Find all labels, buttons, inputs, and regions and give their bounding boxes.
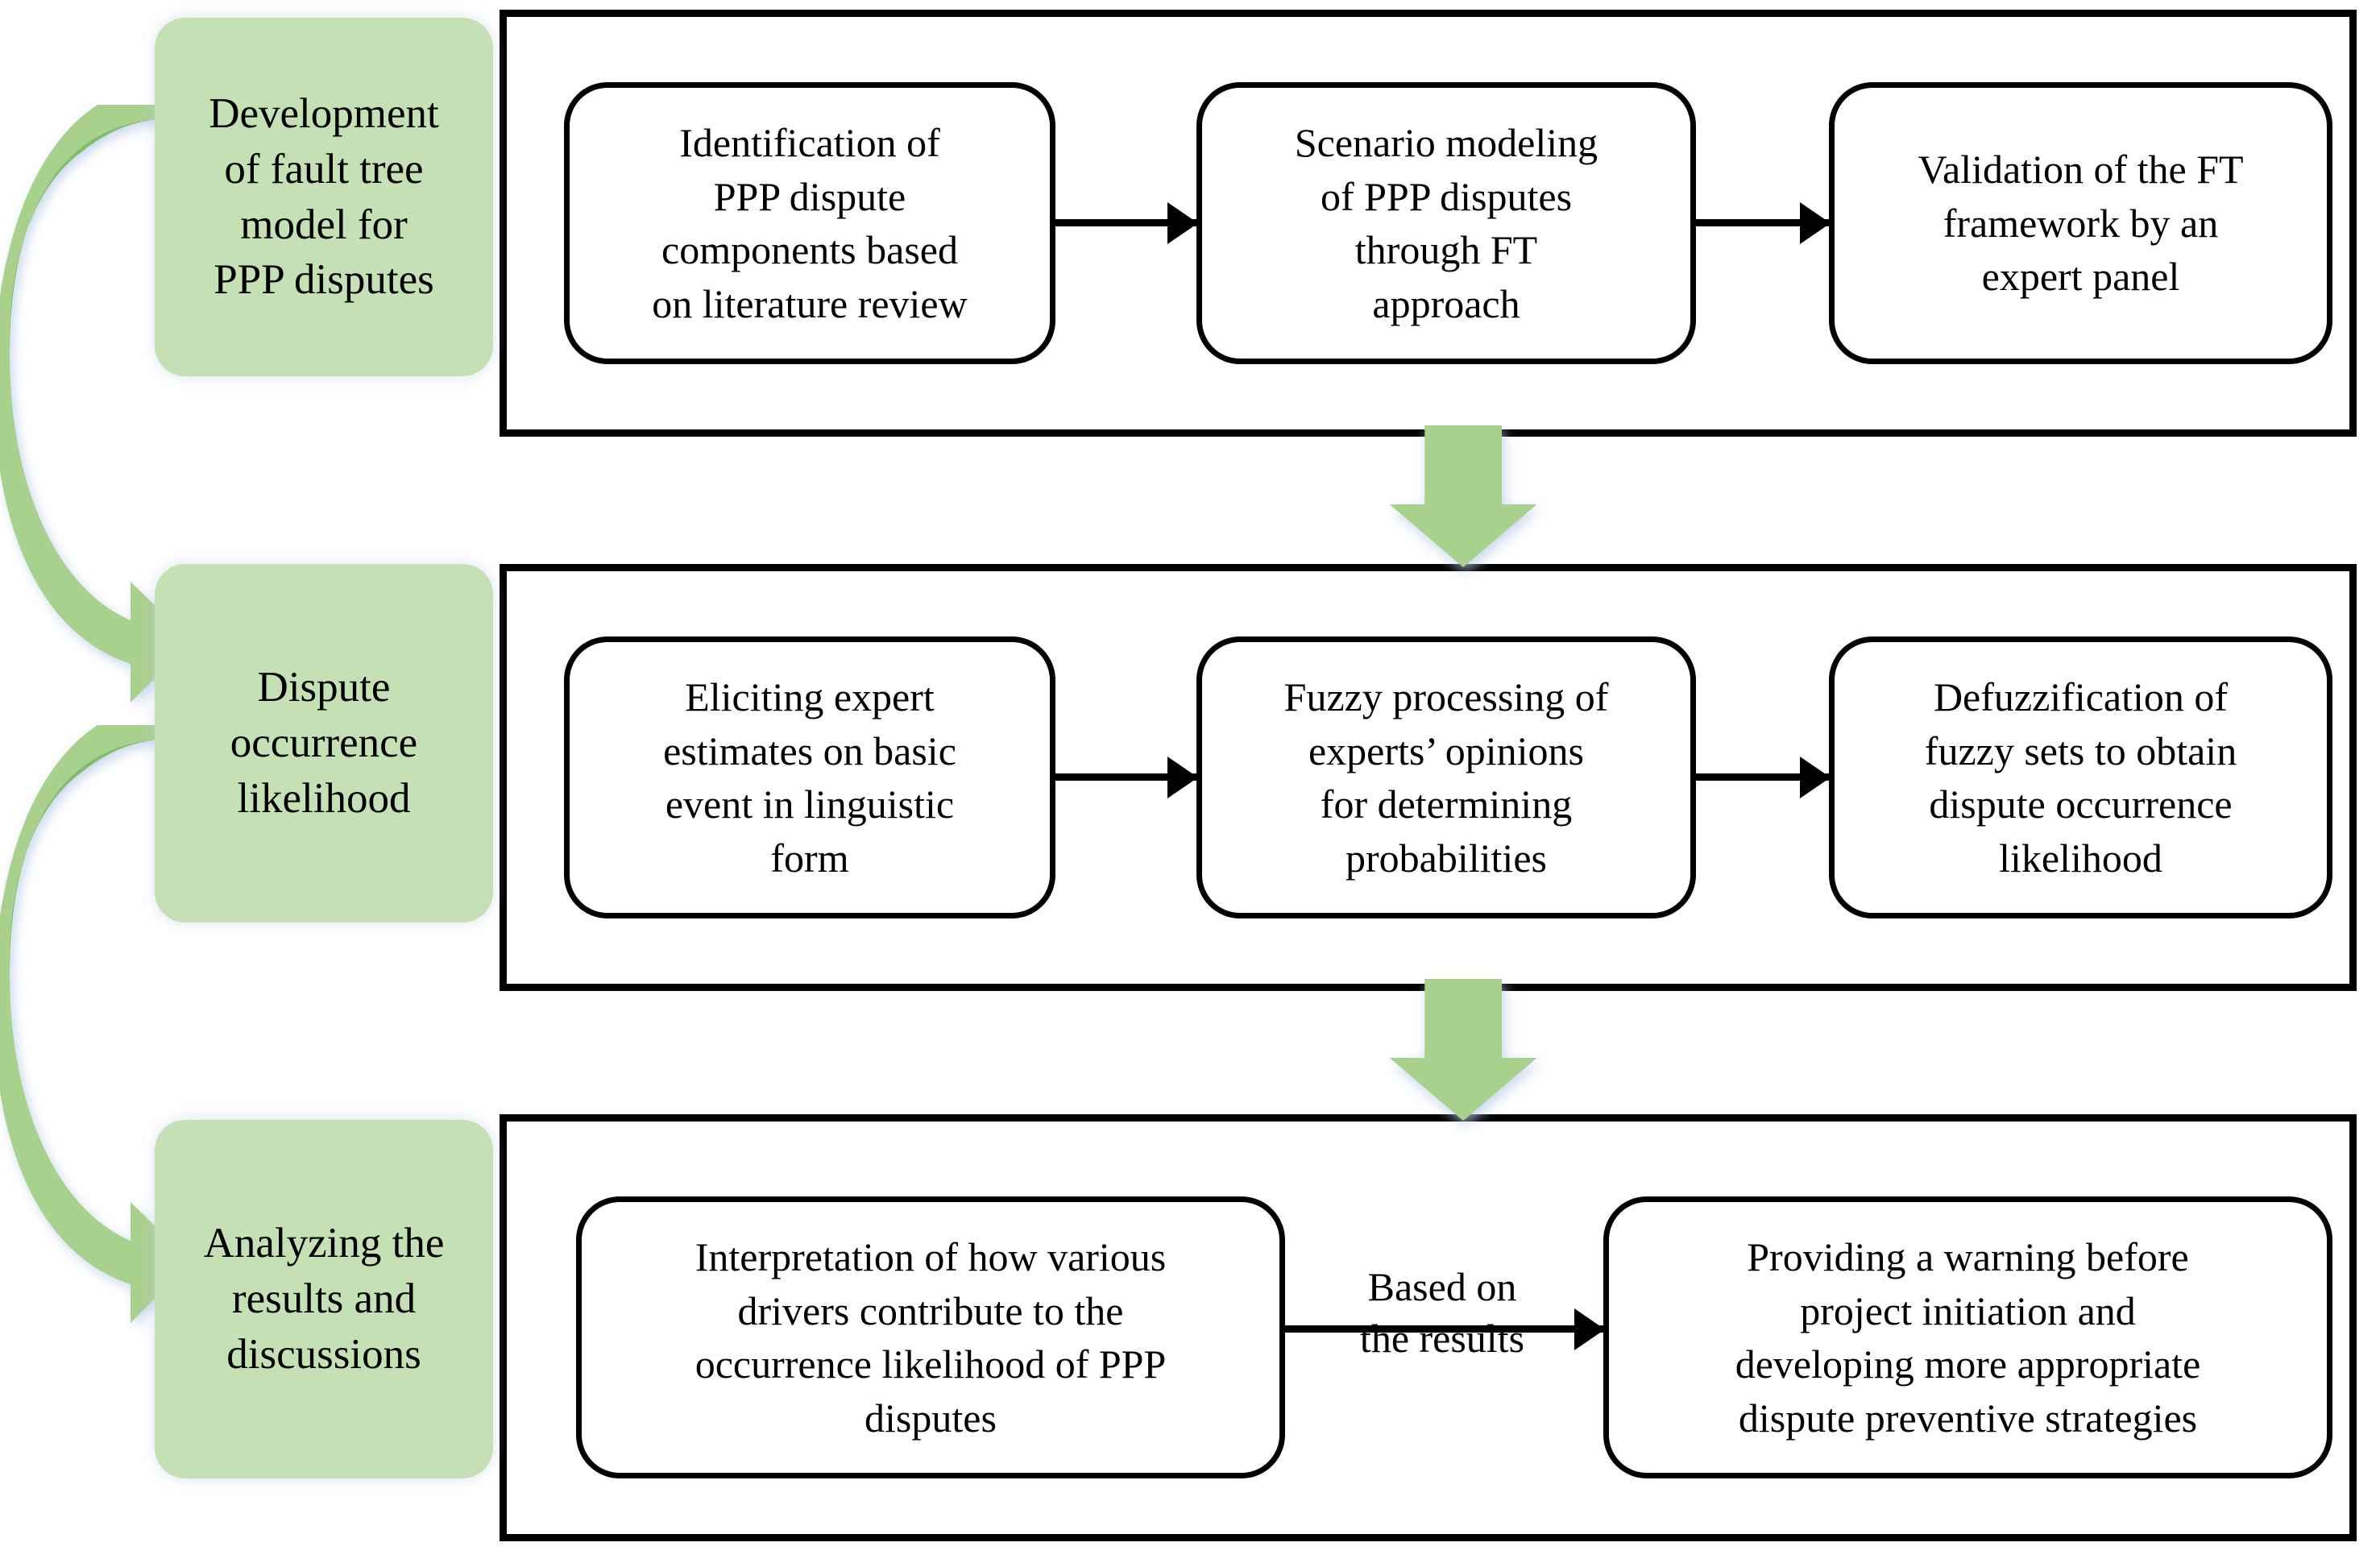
stage-3-step-2[interactable]: Providing a warning before project initi… (1603, 1196, 2332, 1478)
stage-1-phase-label: Development of fault tree model for PPP … (155, 18, 493, 376)
stage-2-connector-1 (1055, 756, 1198, 798)
stage-transition-arrow-1 (1389, 425, 1537, 567)
stage-1-step-3-text: Validation of the FT framework by an exp… (1918, 147, 2244, 300)
stage-transition-arrow-2 (1389, 979, 1537, 1121)
stage-3-phase-label: Analyzing the results and discussions (155, 1120, 493, 1478)
stage-3-phase-label-text: Analyzing the results and discussions (203, 1220, 445, 1378)
stage-2-step-1[interactable]: Eliciting expert estimates on basic even… (564, 636, 1055, 918)
arrowhead-icon (1167, 756, 1198, 798)
stage-2-connector-2 (1696, 756, 1831, 798)
stage-2-step-2[interactable]: Fuzzy processing of experts’ opinions fo… (1196, 636, 1696, 918)
stage-1-step-1-text: Identification of PPP dispute components… (652, 120, 968, 326)
stage-3-step-1[interactable]: Interpretation of how various drivers co… (576, 1196, 1285, 1478)
stage-2-phase-label-text: Dispute occurrence likelihood (230, 664, 418, 822)
feedback-curved-arrow-1 (0, 105, 192, 703)
stage-1-connector-1 (1055, 201, 1198, 244)
stage-1-step-3[interactable]: Validation of the FT framework by an exp… (1829, 82, 2332, 364)
stage-3-connector-1-label: Based on the results (1289, 1261, 1595, 1364)
stage-1-phase-label-text: Development of fault tree model for PPP … (209, 89, 439, 304)
arrowhead-icon (1574, 1308, 1605, 1350)
stage-2-step-1-text: Eliciting expert estimates on basic even… (663, 674, 956, 881)
arrowhead-icon (1167, 201, 1198, 244)
stage-3-connector-1-label-text: Based on the results (1359, 1264, 1525, 1361)
arrowhead-icon (1800, 756, 1831, 798)
stage-2-step-2-text: Fuzzy processing of experts’ opinions fo… (1283, 674, 1609, 881)
stage-2-phase-label: Dispute occurrence likelihood (155, 564, 493, 923)
stage-1-step-1[interactable]: Identification of PPP dispute components… (564, 82, 1055, 364)
arrowhead-icon (1800, 201, 1831, 244)
stage-3-step-1-text: Interpretation of how various drivers co… (695, 1234, 1167, 1441)
stage-2-step-3-text: Defuzzification of fuzzy sets to obtain … (1924, 674, 2237, 881)
stage-1-step-2-text: Scenario modeling of PPP disputes throug… (1294, 120, 1598, 326)
stage-3-connector-1 (1285, 1308, 1605, 1350)
stage-1-step-2[interactable]: Scenario modeling of PPP disputes throug… (1196, 82, 1696, 364)
stage-1-connector-2 (1696, 201, 1831, 244)
stage-2-step-3[interactable]: Defuzzification of fuzzy sets to obtain … (1829, 636, 2332, 918)
stage-3-step-2-text: Providing a warning before project initi… (1735, 1234, 2201, 1441)
feedback-curved-arrow-2 (0, 725, 192, 1323)
